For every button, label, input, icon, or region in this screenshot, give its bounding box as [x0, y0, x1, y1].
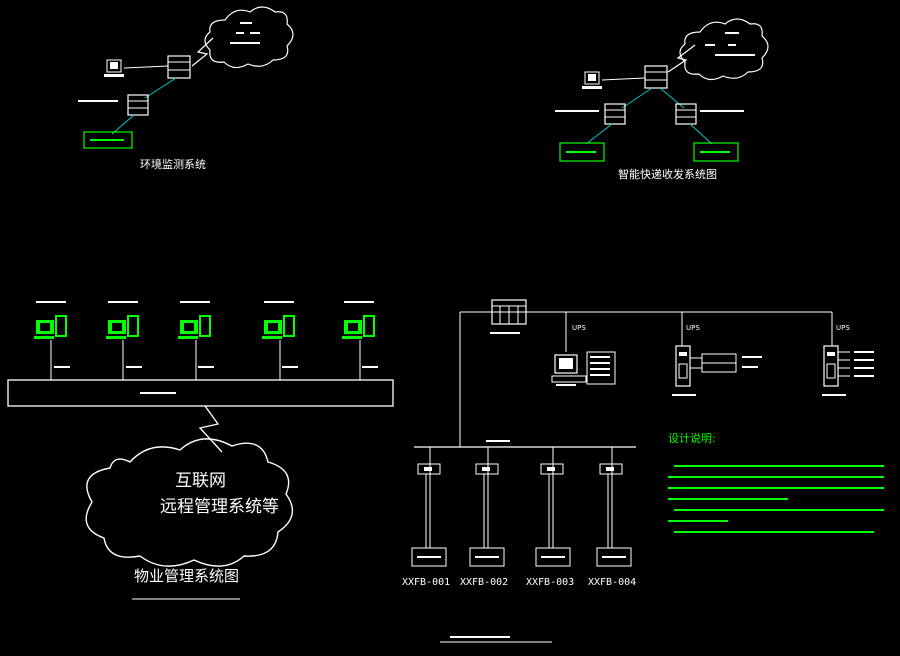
workstation-3: [178, 301, 214, 380]
cabinet-label-3: XXFB-003: [526, 577, 574, 588]
internet-cloud-top-left: [204, 6, 294, 69]
switch-icon-b: [675, 103, 697, 125]
lightning-link-lan: [198, 405, 223, 453]
drop-3: [535, 447, 571, 567]
ups-label-1: UPS: [572, 324, 586, 332]
cabinet-box-2: [469, 547, 505, 567]
ups-label-2: UPS: [686, 324, 700, 332]
computer-icon: [106, 59, 122, 73]
info-panel: [586, 351, 616, 385]
ups-cabinet-2: [823, 345, 839, 387]
switch-icon: [127, 94, 149, 116]
lan-bus: [7, 379, 394, 407]
drop-2: [469, 447, 505, 567]
workstations: [34, 301, 378, 380]
cloud-line-1: 互联网: [175, 471, 226, 491]
router-icon-right: [644, 65, 668, 89]
cabinet-label-1: XXFB-001: [402, 577, 450, 588]
ups-cabinet-1: [675, 345, 691, 387]
sensor-box: [83, 131, 133, 149]
monitor-computer-icon: [554, 354, 578, 374]
router-icon: [167, 55, 191, 79]
drop-4: [596, 447, 632, 567]
locker-box-a: [559, 142, 605, 162]
internet-cloud-top-right: [679, 18, 769, 81]
property-mgmt-caption: 物业管理系统图: [134, 567, 239, 585]
property-mgmt-diagram: 互联网 远程管理系统等 物业管理系统图: [7, 301, 394, 600]
workstation-4: [262, 301, 298, 380]
internet-cloud-large: [85, 438, 294, 567]
cabinet-label-4: XXFB-004: [588, 577, 636, 588]
workstation-1: [34, 301, 70, 380]
smart-delivery-caption: 智能快递收发系统图: [618, 167, 717, 181]
drop-1: [411, 447, 447, 567]
workstation-2: [106, 301, 142, 380]
cabinet-box-1: [411, 547, 447, 567]
lightning-link: [191, 37, 214, 67]
design-notes-title: 设计说明:: [668, 431, 716, 445]
workstation-5: [342, 301, 378, 380]
fire-network-diagram: UPS UPS UPS: [402, 299, 874, 643]
cabinet-box-3: [535, 547, 571, 567]
switch-icon-a: [604, 103, 626, 125]
env-monitor-caption: 环境监测系统: [140, 157, 206, 171]
design-notes: 设计说明:: [668, 431, 884, 533]
cabinet-box-4: [596, 547, 632, 567]
cabinet-label-2: XXFB-002: [460, 577, 508, 588]
lightning-link-right: [667, 44, 696, 73]
cloud-line-2: 远程管理系统等: [160, 497, 279, 517]
ups-label-3: UPS: [836, 324, 850, 332]
computer-icon-right: [584, 71, 600, 85]
env-monitor-diagram: 环境监测系统: [78, 6, 294, 171]
smart-delivery-diagram: 智能快递收发系统图: [555, 18, 769, 181]
locker-box-b: [693, 142, 739, 162]
